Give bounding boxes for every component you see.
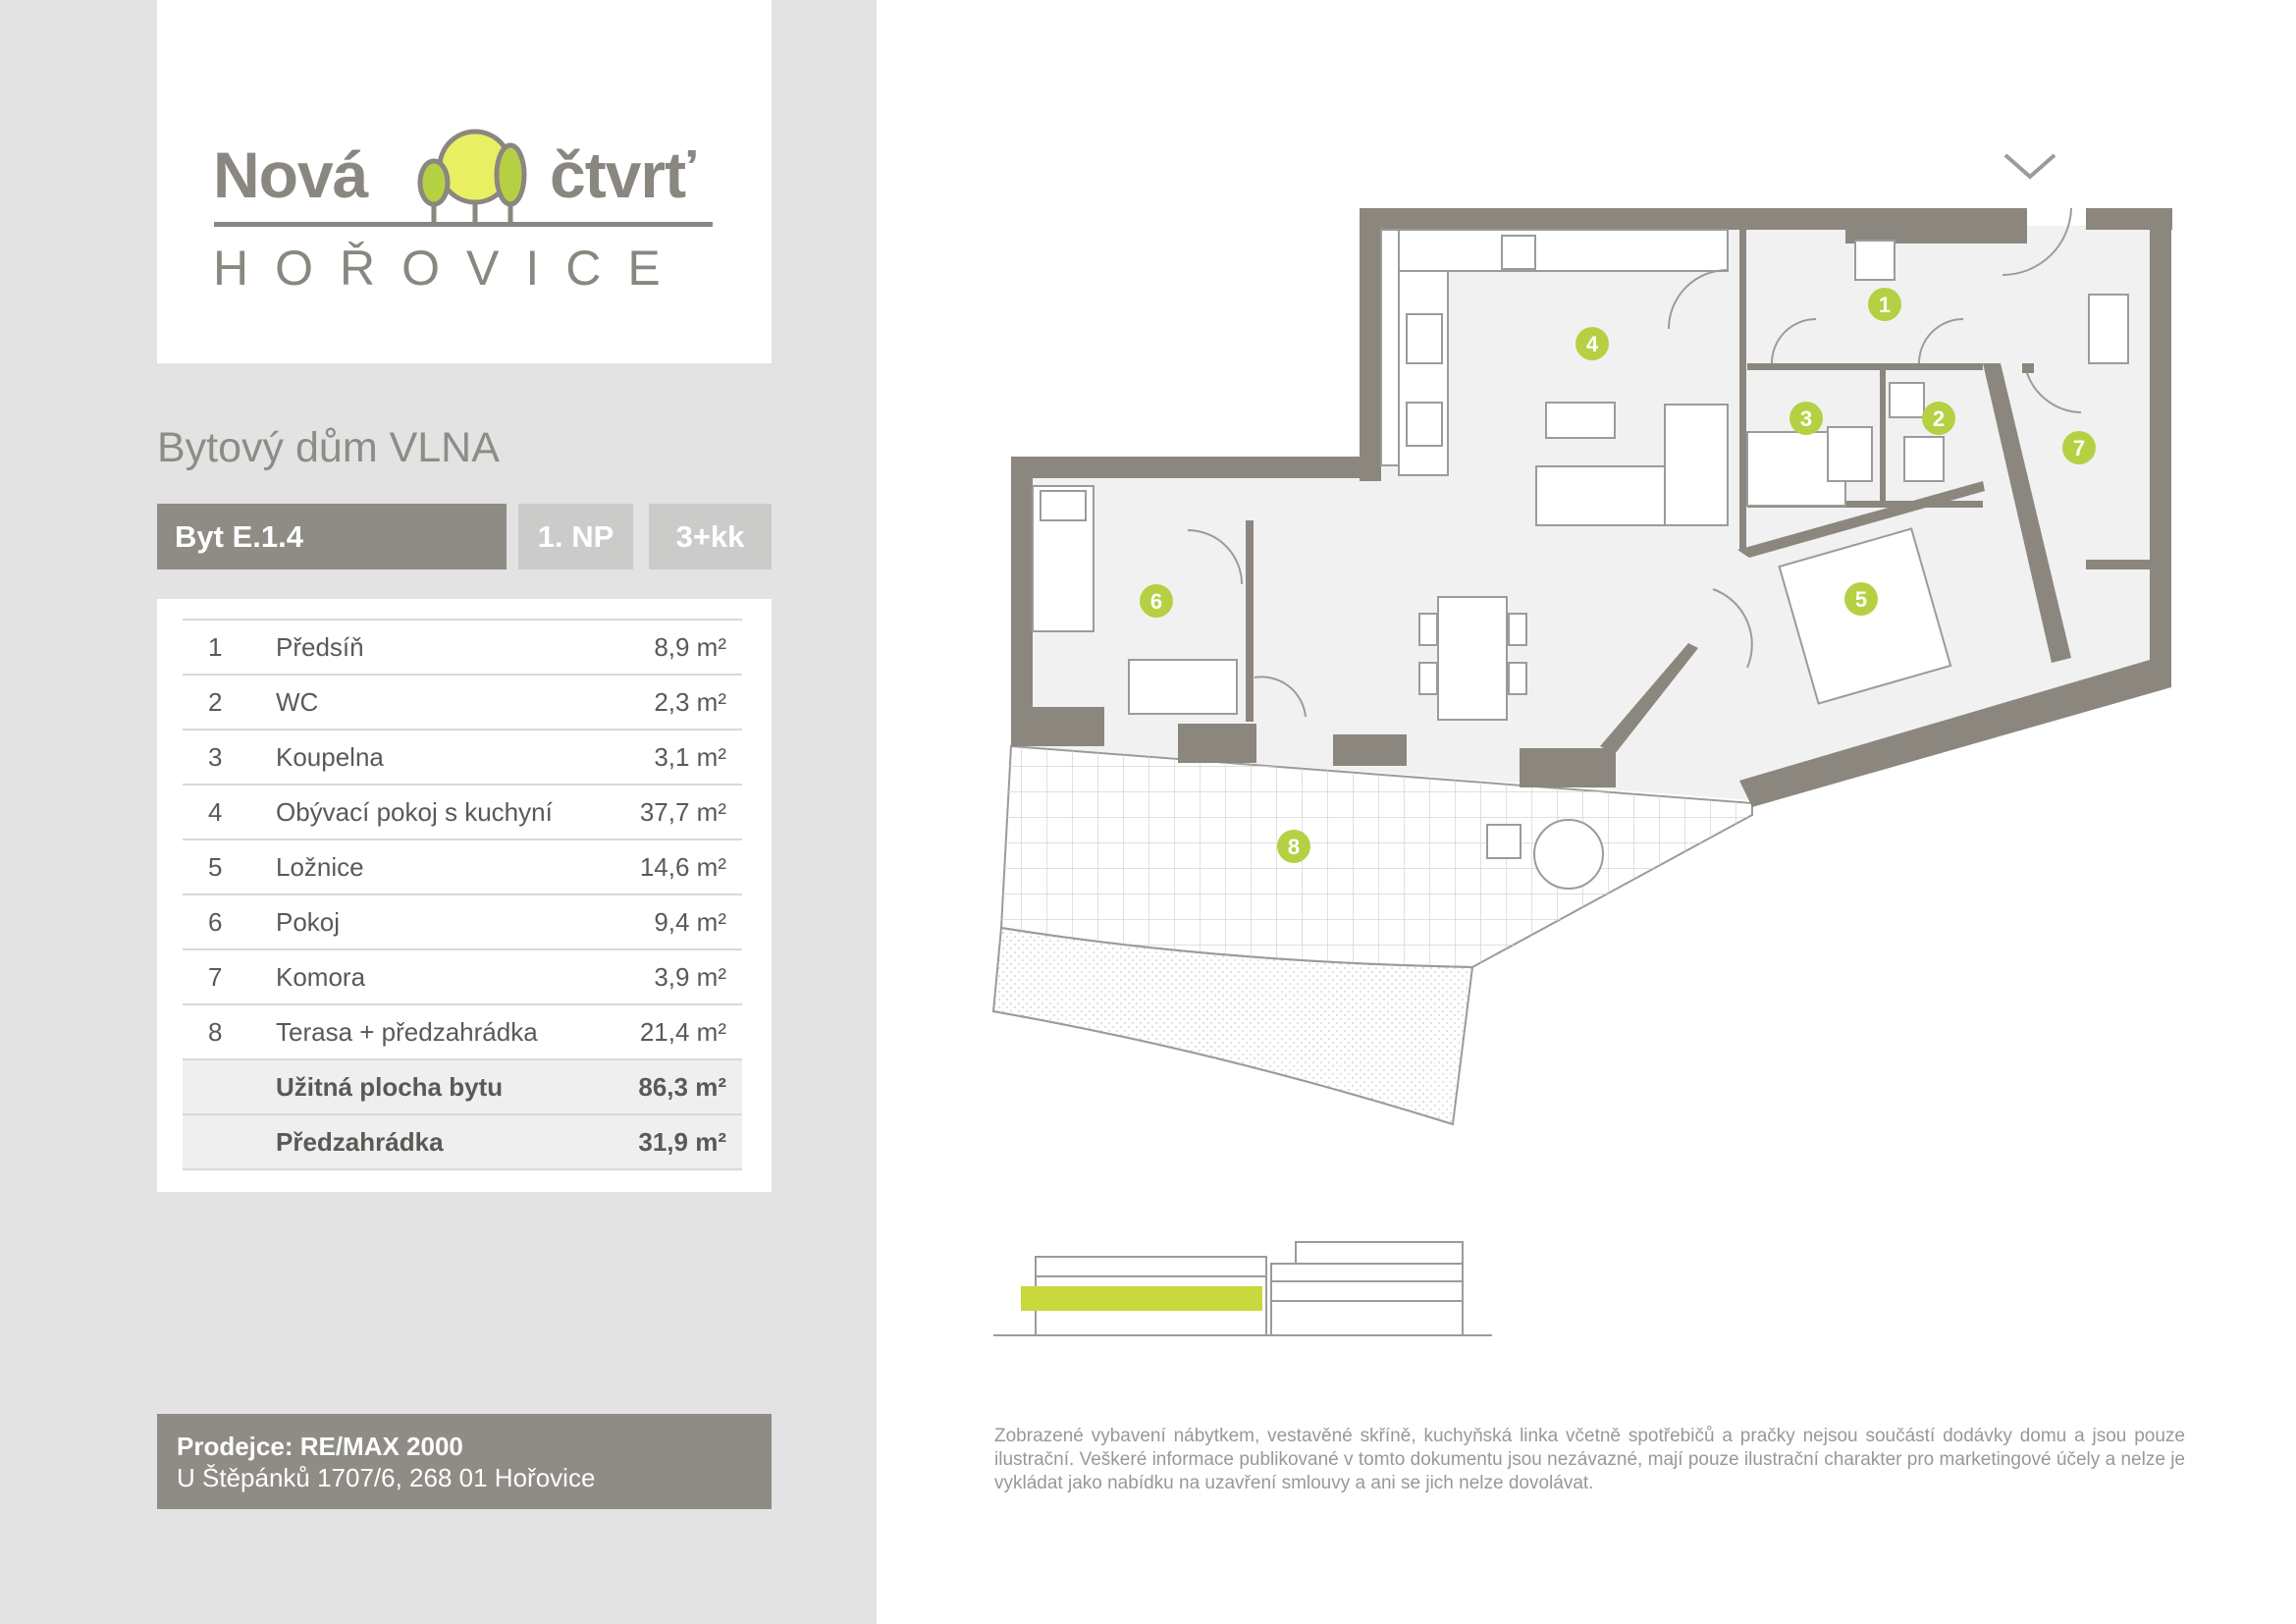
room-area: 21,4 m²: [614, 1004, 742, 1060]
room-number: 7: [183, 949, 276, 1005]
room-name: Terasa + předzahrádka: [276, 1004, 615, 1060]
disclaimer: Zobrazené vybavení nábytkem, vestavěné s…: [994, 1426, 2185, 1493]
total-label: Předzahrádka: [276, 1114, 615, 1170]
room-name: WC: [276, 675, 615, 731]
terrace-tiles: [1001, 746, 1752, 967]
furniture: [1032, 229, 2129, 890]
room-marker-label: 3: [1800, 406, 1812, 431]
logo-divider: [214, 222, 713, 227]
room-name: Předsíň: [276, 619, 615, 676]
room-marker: 7: [2062, 431, 2096, 464]
room-marker-label: 2: [1933, 406, 1945, 431]
room-number: 5: [183, 839, 276, 895]
total-label: Užitná plocha bytu: [276, 1059, 615, 1115]
floor-badge: 1. NP: [518, 504, 633, 569]
logo-word-ctvrt: čtvrť: [550, 138, 696, 211]
total-spacer: [183, 1059, 276, 1115]
room-name: Koupelna: [276, 730, 615, 785]
room-number: 2: [183, 675, 276, 731]
total-area: 31,9 m²: [614, 1114, 742, 1170]
total-area: 86,3 m²: [614, 1059, 742, 1115]
total-spacer: [183, 1114, 276, 1170]
room-name: Pokoj: [276, 894, 615, 950]
room-number: 6: [183, 894, 276, 950]
room-marker-label: 5: [1855, 587, 1867, 612]
logo: Nová čtvrť HOŘOVICE: [157, 0, 772, 363]
walls: [1011, 208, 2172, 807]
room-marker-label: 7: [2073, 436, 2085, 460]
room-area: 2,3 m²: [614, 675, 742, 731]
room-marker: 5: [1844, 582, 1878, 616]
entrance-arrow-icon: [2003, 153, 2056, 180]
room-area: 9,4 m²: [614, 894, 742, 950]
logo-city: HOŘOVICE: [213, 241, 687, 296]
room-marker: 6: [1140, 584, 1173, 618]
seller-address: U Štěpánků 1707/6, 268 01 Hořovice: [177, 1463, 596, 1492]
room-number: 3: [183, 730, 276, 785]
building-title: Bytový dům VLNA: [157, 424, 500, 471]
room-name: Komora: [276, 949, 615, 1005]
logo-trees-icon: [417, 129, 527, 224]
logo-word-nova: Nová: [213, 138, 368, 211]
building-diagrams: S: [993, 1241, 1492, 1336]
room-number: 8: [183, 1004, 276, 1060]
room-marker-label: 6: [1150, 589, 1162, 614]
layout-badge: 3+kk: [649, 504, 772, 569]
seller-box: Prodejce: RE/MAX 2000 U Štěpánků 1707/6,…: [157, 1414, 772, 1509]
room-marker: 1: [1868, 288, 1901, 321]
room-marker: 8: [1277, 830, 1310, 863]
room-name: Ložnice: [276, 839, 615, 895]
unit-highlight-elevation: [1021, 1286, 1262, 1311]
room-marker: 4: [1575, 327, 1609, 360]
room-marker: 2: [1922, 402, 1955, 435]
room-number: 4: [183, 785, 276, 840]
room-marker-label: 4: [1586, 332, 1599, 356]
seller-name: Prodejce: RE/MAX 2000: [177, 1432, 463, 1461]
unit-name-badge: Byt E.1.4: [157, 504, 507, 569]
room-area: 3,1 m²: [614, 730, 742, 785]
room-number: 1: [183, 619, 276, 676]
room-markers: 1 2 3 4 5 6 7 8: [1140, 288, 2096, 863]
room-area: 14,6 m²: [614, 839, 742, 895]
door-swings: [1187, 207, 2082, 718]
room-area: 3,9 m²: [614, 949, 742, 1005]
room-marker: 3: [1789, 402, 1823, 435]
floor-plan: 1 2 3 4 5 6 7 8: [991, 153, 2172, 1126]
room-area: 37,7 m²: [614, 785, 742, 840]
room-name: Obývací pokoj s kuchyní: [276, 785, 615, 840]
room-marker-label: 1: [1879, 293, 1891, 317]
room-marker-label: 8: [1288, 835, 1300, 859]
room-area: 8,9 m²: [614, 619, 742, 676]
